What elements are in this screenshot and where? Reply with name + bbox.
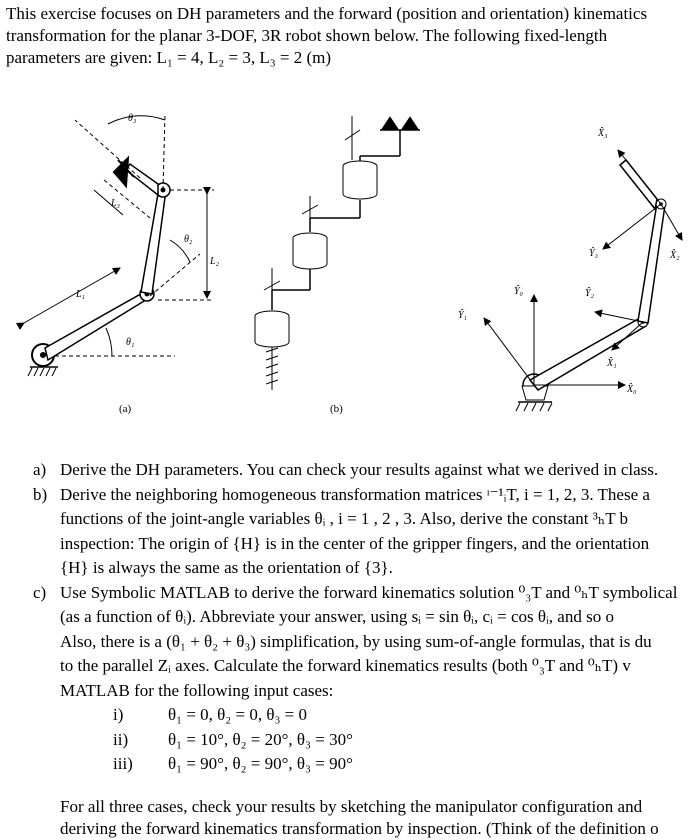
question-b-line-2: functions of the joint-angle variables θ… xyxy=(60,509,629,528)
label-Y1: Ŷ₁ xyxy=(458,309,467,321)
gripper-a xyxy=(112,155,135,189)
question-c-marker: c) xyxy=(33,582,47,602)
question-b-marker: b) xyxy=(33,484,48,504)
intro-line-1: This exercise focuses on DH parameters a… xyxy=(6,4,648,23)
label-X3: X̂₃ xyxy=(597,126,608,139)
question-c-line-2: (as a function of θᵢ). Abbreviate your a… xyxy=(60,607,614,626)
figure-a-planar-arm: θ₃ θ₂ θ₁ L₁ L₂ L₃ (a) xyxy=(15,113,220,415)
link-3 xyxy=(124,162,159,197)
caption-a: (a) xyxy=(119,403,132,415)
label-theta1: θ₁ xyxy=(126,337,134,348)
case-1-marker: i) xyxy=(113,705,124,724)
label-L1: L₁ xyxy=(75,289,85,300)
case-2: ii) θ₁ = 10°, θ₂ = 20°, θ₃ = 30° xyxy=(33,728,693,753)
label-Y3: Ŷ₃ xyxy=(589,247,599,259)
question-a-marker: a) xyxy=(33,460,47,479)
question-c-line-3: Also, there is a (θ₁ + θ₂ + θ₃) simplifi… xyxy=(60,631,652,651)
question-b-line-1: Derive the neighboring homogeneous trans… xyxy=(60,484,650,504)
closing-line-2: deriving the forward kinematics transfor… xyxy=(60,819,659,838)
case-3-value: θ₁ = 90°, θ₂ = 90°, θ₃ = 90° xyxy=(168,754,353,773)
question-b: b) Derive the neighboring homogeneous tr… xyxy=(33,483,693,508)
label-X2: X̂₂ xyxy=(669,248,680,261)
questions-list: a) Derive the DH parameters. You can che… xyxy=(33,458,693,777)
closing-paragraph: For all three cases, check your results … xyxy=(60,796,659,840)
case-1: i) θ₁ = 0, θ₂ = 0, θ₃ = 0 xyxy=(33,703,693,728)
figure-b-3d-sketch: (b) xyxy=(254,116,420,415)
label-theta2: θ₂ xyxy=(184,234,193,245)
closing-line-1: For all three cases, check your results … xyxy=(60,797,643,816)
caption-b: (b) xyxy=(330,403,343,415)
case-3-marker: iii) xyxy=(113,754,133,773)
question-a: a) Derive the DH parameters. You can che… xyxy=(33,458,693,483)
label-theta3: θ₃ xyxy=(128,113,137,124)
question-a-line-1: Derive the DH parameters. You can check … xyxy=(60,460,659,479)
case-2-marker: ii) xyxy=(113,729,129,749)
label-X1: X̂₁ xyxy=(606,356,617,369)
intro-paragraph: This exercise focuses on DH parameters a… xyxy=(6,3,690,69)
question-b-line-4: {H} is always the same as the orientatio… xyxy=(60,558,393,577)
label-L3: L₃ xyxy=(110,198,121,209)
label-X0: X̂₀ xyxy=(626,382,637,395)
link-1 xyxy=(44,289,150,362)
question-c-line-1: Use Symbolic MATLAB to derive the forwar… xyxy=(60,582,678,602)
question-c-line-5: MATLAB for the following input cases: xyxy=(60,680,334,700)
intro-line-3: parameters are given: L₁ = 4, L₂ = 3, L₃… xyxy=(6,48,332,67)
case-1-value: θ₁ = 0, θ₂ = 0, θ₃ = 0 xyxy=(168,705,307,724)
label-L2: L₂ xyxy=(209,256,220,267)
question-c-line-4: to the parallel Zᵢ axes. Calculate the f… xyxy=(60,656,631,675)
question-b-line-3: inspection: The origin of {H} is in the … xyxy=(60,533,650,553)
figure-c-frames: X̂₃ Ŷ₃ X̂₂ Ŷ₂ X̂₁ Ŷ₁ X̂₀ Ŷ₀ xyxy=(458,126,683,412)
case-2-value: θ₁ = 10°, θ₂ = 20°, θ₃ = 30° xyxy=(168,729,353,749)
question-c: c) Use Symbolic MATLAB to derive the for… xyxy=(33,581,693,606)
label-Y2: Ŷ₂ xyxy=(585,287,595,299)
label-Y0: Ŷ₀ xyxy=(514,285,524,297)
link-2 xyxy=(140,187,167,295)
robot-figure: θ₃ θ₂ θ₁ L₁ L₂ L₃ (a) xyxy=(15,113,683,415)
intro-line-2: transformation for the planar 3-DOF, 3R … xyxy=(6,26,608,45)
case-3: iii) θ₁ = 90°, θ₂ = 90°, θ₃ = 90° xyxy=(33,752,693,777)
